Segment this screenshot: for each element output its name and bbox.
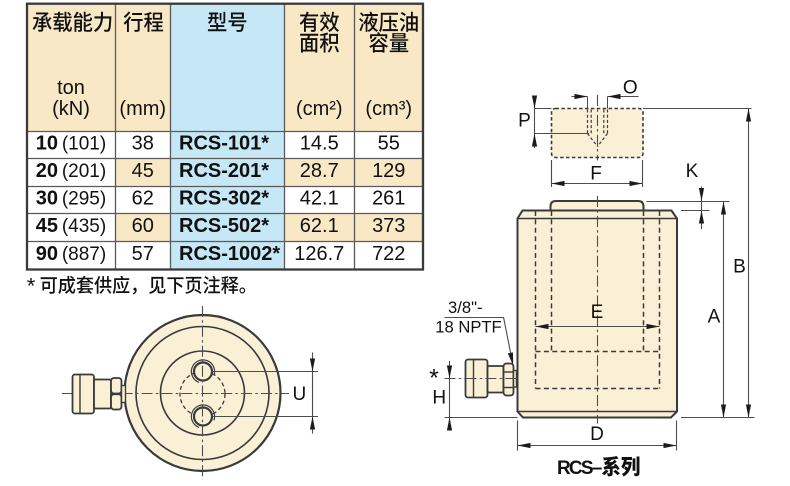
svg-text:28.7: 28.7	[300, 160, 339, 182]
svg-text:126.7: 126.7	[294, 243, 344, 265]
svg-text:38: 38	[132, 133, 154, 155]
svg-text:373: 373	[372, 215, 405, 237]
svg-text:RCS-502*: RCS-502*	[179, 215, 269, 237]
svg-text:(cm²): (cm²)	[296, 98, 343, 120]
svg-text:57: 57	[132, 243, 154, 265]
svg-text:D: D	[590, 424, 604, 445]
svg-text:10 (101): 10 (101)	[36, 133, 106, 155]
svg-text:K: K	[686, 161, 699, 182]
svg-text:60: 60	[132, 215, 154, 237]
svg-text:14.5: 14.5	[300, 133, 339, 155]
svg-text:62.1: 62.1	[300, 215, 339, 237]
svg-text:30 (295): 30 (295)	[36, 188, 106, 210]
svg-text:261: 261	[372, 188, 405, 210]
svg-text:E: E	[591, 302, 604, 323]
svg-text:(cm³): (cm³)	[365, 98, 412, 120]
svg-text:18 NPTF: 18 NPTF	[435, 318, 501, 337]
svg-text:3/8"-: 3/8"-	[448, 298, 482, 317]
svg-text:722: 722	[372, 243, 405, 265]
svg-text:45: 45	[132, 160, 154, 182]
svg-text:(mm): (mm)	[119, 98, 166, 120]
svg-text:RCS-201*: RCS-201*	[179, 160, 269, 182]
svg-text:P: P	[518, 110, 531, 131]
svg-text:RCS-1002*: RCS-1002*	[179, 243, 280, 265]
svg-text:H: H	[432, 388, 446, 409]
svg-text:RCS-302*: RCS-302*	[179, 188, 269, 210]
svg-text:U: U	[293, 384, 307, 405]
svg-text:(kN): (kN)	[52, 98, 90, 120]
svg-text:129: 129	[372, 160, 405, 182]
svg-text:O: O	[623, 77, 638, 98]
svg-text:F: F	[590, 164, 602, 185]
svg-text:20 (201): 20 (201)	[36, 160, 106, 182]
svg-text:45 (435): 45 (435)	[36, 215, 106, 237]
svg-text:ton: ton	[57, 77, 85, 99]
svg-text:42.1: 42.1	[300, 188, 339, 210]
svg-text:RCS–: RCS–	[557, 458, 602, 479]
svg-text:62: 62	[132, 188, 154, 210]
svg-text:A: A	[708, 306, 721, 327]
svg-text:55: 55	[378, 133, 400, 155]
svg-text:B: B	[733, 257, 746, 278]
svg-text:90 (887): 90 (887)	[36, 243, 106, 265]
svg-text:RCS-101*: RCS-101*	[179, 133, 269, 155]
svg-text:*: *	[27, 274, 36, 299]
svg-text:*: *	[429, 365, 439, 393]
